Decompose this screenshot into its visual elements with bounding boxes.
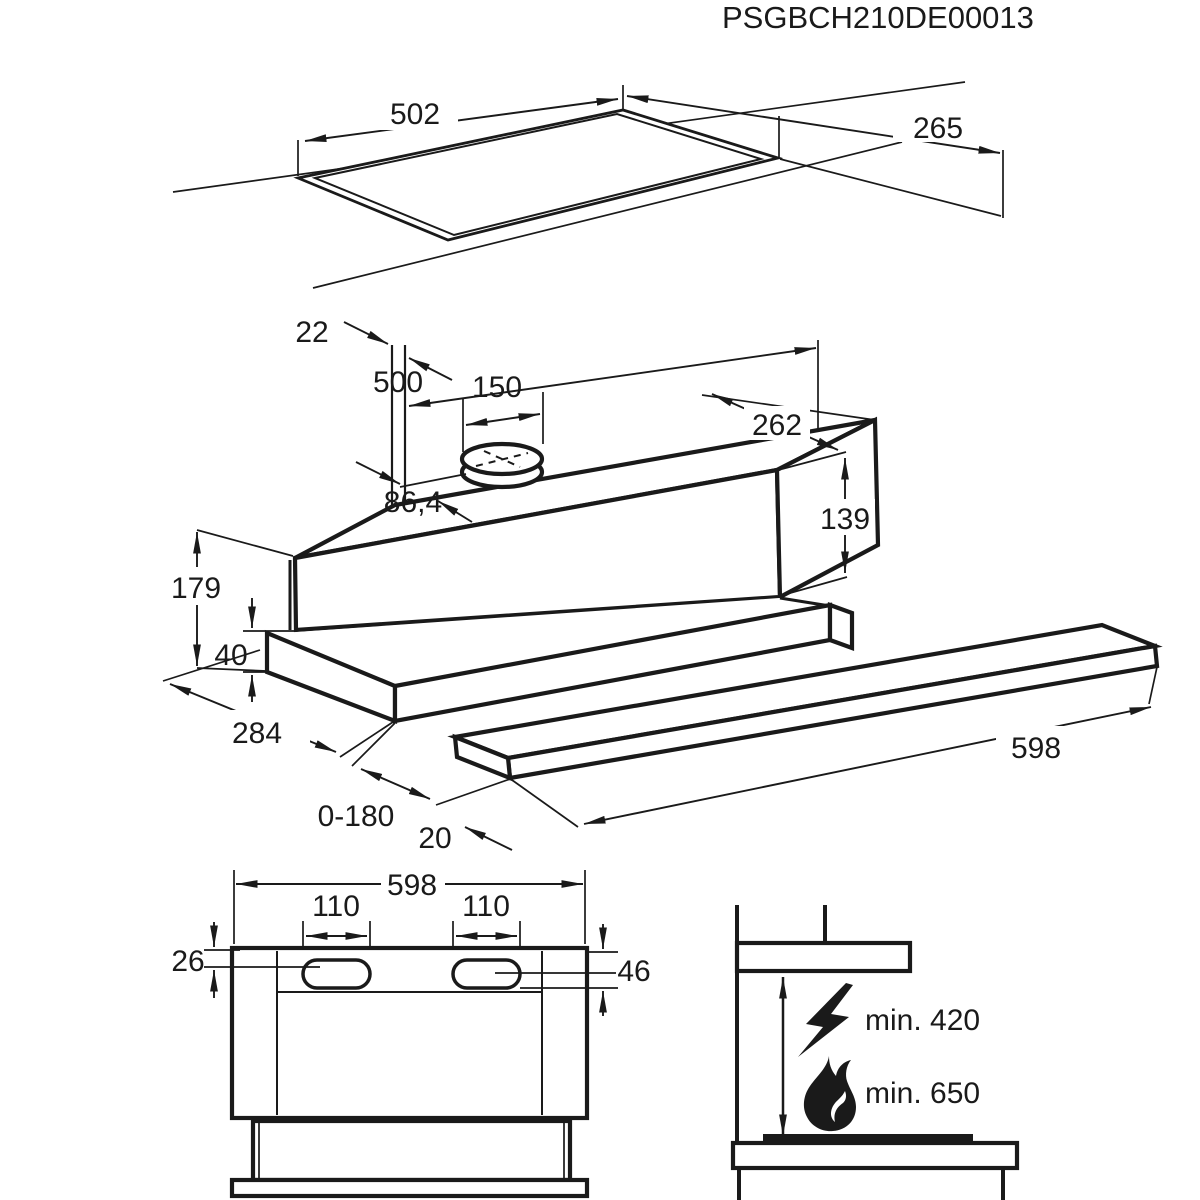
housing-top-sliver xyxy=(268,598,829,687)
housing-right-face xyxy=(827,602,855,651)
ext-line xyxy=(339,721,394,758)
ext-line xyxy=(399,473,467,488)
front-visor-strip xyxy=(229,1177,590,1199)
dim-arrow-150 xyxy=(465,413,541,426)
dim-label-panel-thickness: 22 xyxy=(295,316,328,349)
hood-front-body xyxy=(229,945,590,1121)
dim-label-slot-top-offset: 26 xyxy=(171,945,204,978)
ext-line xyxy=(1148,666,1158,705)
hood-side-symbol xyxy=(734,940,913,974)
ext-line xyxy=(435,778,511,806)
dim-label-duct-offset: 86,4 xyxy=(384,486,442,519)
dim-label-visor-height: 20 xyxy=(418,822,451,855)
dim-arrow-265 xyxy=(626,95,1001,154)
clearance-view: min. 420 min. 650 xyxy=(730,905,1020,1200)
front-view: 598 110 110 26 46 xyxy=(171,866,651,1199)
duct-collar xyxy=(459,441,545,490)
ext-line xyxy=(511,779,579,828)
ext-line xyxy=(351,722,396,767)
dim-label-slot-bottom-offset: 46 xyxy=(617,955,650,988)
mounting-slot-right xyxy=(451,958,522,990)
cutout-outer-rim xyxy=(293,108,784,242)
countertop-edge-line-front xyxy=(312,141,903,289)
dim-label-front-width: 598 xyxy=(387,869,437,902)
hood-3d-view: 22 500 150 86,4 262 xyxy=(162,316,1163,855)
cutout-view: 502 265 xyxy=(172,81,1004,289)
cooktop-symbol xyxy=(763,1134,973,1143)
drawing-title: PSGBCH210DE00013 xyxy=(722,0,1034,35)
dim-label-slot-right: 110 xyxy=(462,890,510,923)
ext-line xyxy=(196,529,294,557)
dim-label-body-depth: 262 xyxy=(752,409,802,442)
ext-line xyxy=(162,649,261,682)
ext-line xyxy=(782,576,848,596)
dim-arrow-86 xyxy=(355,461,401,485)
damper-dash-mark xyxy=(483,450,521,468)
mounting-slot-left xyxy=(301,958,372,990)
dim-arrow-22 xyxy=(343,321,389,345)
dim-arrow-500 xyxy=(408,347,817,407)
ext-line xyxy=(779,158,1002,217)
clearance-gas-label: min. 650 xyxy=(865,1077,980,1110)
ext-line xyxy=(781,451,847,470)
dim-label-pullout-travel: 0-180 xyxy=(318,800,395,833)
ext-line xyxy=(196,667,267,672)
dim-label-total-height: 179 xyxy=(171,572,221,605)
flame-icon xyxy=(803,1056,856,1132)
lightning-icon xyxy=(798,983,853,1057)
counter-symbol xyxy=(730,1140,1020,1171)
dim-label-cutout-depth: 265 xyxy=(913,112,963,145)
clearance-electric-label: min. 420 xyxy=(865,1004,980,1037)
front-tray xyxy=(250,1118,573,1183)
dim-label-slot-left: 110 xyxy=(312,890,360,923)
dim-arrow-0-180 xyxy=(360,768,431,800)
dim-label-base-depth: 284 xyxy=(232,717,282,750)
dim-arrow-86 xyxy=(437,500,473,523)
dim-label-body-height: 139 xyxy=(820,503,870,536)
dim-label-cutout-length: 502 xyxy=(390,98,440,131)
dim-arrow-20 xyxy=(464,826,513,851)
pullout-left-face xyxy=(452,733,513,782)
dim-label-duct-diameter: 150 xyxy=(472,371,522,404)
dim-label-front-width-3d: 598 xyxy=(1011,732,1061,765)
dim-arrow-502 xyxy=(304,97,619,143)
dim-label-body-length: 500 xyxy=(373,366,423,399)
